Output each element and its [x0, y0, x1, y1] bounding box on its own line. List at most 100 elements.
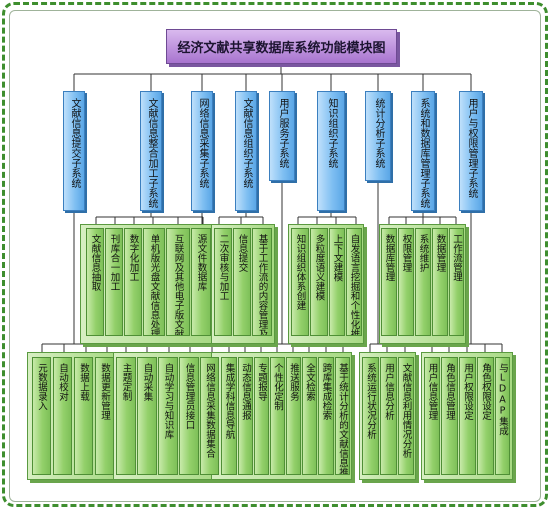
module-label: 基于工作流的内容管理及发布: [256, 234, 268, 336]
module-label: 权限管理: [400, 234, 412, 272]
module-label: 多粒度语义建模: [313, 234, 325, 301]
module-database-management: 数据库管理: [381, 228, 397, 336]
module-cross-db-search: 跨库集成检索: [318, 357, 334, 475]
module-label: 信息提交: [236, 234, 248, 272]
dashed-frame: [2, 2, 548, 507]
subsystem-document-organization: 文献信息组织子系统: [235, 91, 257, 211]
module-label: 自动学习与知识库: [162, 363, 174, 439]
module-label: 工作流管理: [451, 234, 462, 282]
module-label: 信息管理员接口: [183, 363, 195, 430]
module-label: 自动采集: [141, 363, 153, 401]
subsystem-knowledge-organization: 知识组织子系统: [317, 91, 345, 211]
subsystem-label: 文献信息组织子系统: [241, 98, 252, 188]
module-data-update: 数据更新管理: [95, 357, 114, 475]
module-label: 跨库集成检索: [320, 363, 332, 420]
module-label: 源文件数据库: [195, 234, 207, 291]
module-label: 数据上载: [78, 363, 89, 401]
module-label: 数字化加工: [127, 234, 139, 282]
module-fulltext-search: 全文检索: [302, 357, 317, 475]
module-role-permission-setting: 角色权限设定: [477, 357, 494, 475]
module-label: 基于统计分析的文献信息推荐: [337, 363, 348, 475]
subsystem-user-permission: 用户与权限管理子系统: [459, 91, 483, 211]
module-label: 知识组织体系创建: [294, 234, 306, 310]
module-workflow-management: 工作流管理: [449, 228, 464, 336]
module-label: 单机版光盘文献信息处理: [148, 234, 160, 336]
subsystem-label: 统计分析子系统: [373, 98, 384, 168]
module-subject-navigation: 集成学科信息导航: [221, 357, 237, 475]
subsystem-user-service: 用户服务子系统: [269, 91, 295, 181]
module-label: 个性化定制: [272, 363, 283, 411]
module-label: 文献信息抽取: [89, 234, 101, 291]
module-label: 文献信息利用情况分析: [400, 363, 412, 458]
module-data-management: 数据管理: [432, 228, 448, 336]
module-usage-analysis: 文献信息利用情况分析: [398, 357, 414, 475]
module-role-info: 角色信息管理: [441, 357, 458, 475]
module-internet-documents: 互联网及其他电子版文献信息: [166, 228, 190, 336]
subsystem-system-db-management: 系统和数据库管理子系统: [411, 91, 435, 211]
subsystem-label: 用户与权限管理子系统: [466, 98, 477, 198]
module-journal-merge: 刊库合一加工: [105, 228, 123, 336]
module-label: 数据更新管理: [99, 363, 110, 420]
module-admin-interface: 信息管理员接口: [179, 357, 199, 475]
module-auto-learning: 自动学习与知识库: [158, 357, 178, 475]
module-label: 用户信息分析: [383, 363, 394, 420]
module-permission-management: 权限管理: [398, 228, 414, 336]
module-data-upload: 数据上载: [74, 357, 93, 475]
module-workflow-content: 基于工作流的内容管理及发布: [252, 228, 272, 336]
module-label: 上下文建模: [331, 234, 343, 282]
module-document-extraction: 文献信息抽取: [86, 228, 104, 336]
subsystem-label: 系统和数据库管理子系统: [418, 98, 429, 208]
module-label: 自发语言挖掘和个性化推荐: [348, 234, 360, 336]
subsystem-statistics: 统计分析子系统: [365, 91, 391, 181]
module-label: 专题报导: [256, 363, 267, 401]
module-label: 全文检索: [304, 363, 315, 401]
module-label: 元数据录入: [36, 363, 47, 411]
module-label: 系统维护: [417, 234, 429, 272]
module-auto-collection: 自动采集: [137, 357, 157, 475]
subsystem-label: 知识组织子系统: [326, 98, 337, 168]
module-user-info: 用户信息管理: [424, 357, 440, 475]
module-user-permission-setting: 用户权限设定: [459, 357, 476, 475]
module-system-maintenance: 系统维护: [415, 228, 431, 336]
module-metadata-entry: 元数据录入: [32, 357, 51, 475]
subsystem-label: 文献信息提交子系统: [69, 98, 80, 188]
module-stat-recommendation: 基于统计分析的文献信息推荐: [335, 357, 350, 475]
module-label: 集成学科信息导航: [223, 363, 235, 439]
module-ldap-integration: 与LDAP集成: [495, 357, 510, 475]
module-label: 主题定制: [120, 363, 132, 401]
module-label: 刊库合一加工: [108, 234, 120, 291]
subsystem-document-submission: 文献信息提交子系统: [63, 91, 85, 211]
module-label: 角色信息管理: [444, 363, 455, 420]
module-label: 与LDAP集成: [497, 363, 508, 436]
module-source-file-db: 源文件数据库: [191, 228, 211, 336]
module-label: 数据管理: [434, 234, 446, 272]
module-personalization: 个性化定制: [270, 357, 285, 475]
module-label: 数据库管理: [383, 234, 395, 282]
module-push-service: 推送服务: [286, 357, 301, 475]
module-auto-proofread: 自动校对: [53, 357, 72, 475]
module-label: 自动校对: [57, 363, 68, 401]
module-dynamic-notice: 动态信息通报: [238, 357, 253, 475]
module-context-modeling: 上下文建模: [329, 228, 345, 336]
diagram-title: 经济文献共享数据库系统功能模块图: [166, 29, 397, 64]
module-label: 网络信息采集数据集合: [204, 363, 215, 458]
module-semantic-modeling: 多粒度语义建模: [310, 228, 328, 336]
module-label: 用户权限设定: [462, 363, 473, 420]
module-language-mining: 自发语言挖掘和个性化推荐: [346, 228, 362, 336]
module-special-report: 专题报导: [254, 357, 269, 475]
module-label: 互联网及其他电子版文献信息: [172, 234, 184, 336]
module-label: 系统运行状况分析: [365, 363, 376, 439]
module-label: 推送服务: [288, 363, 299, 401]
module-system-status: 系统运行状况分析: [362, 357, 379, 475]
module-label: 角色权限设定: [480, 363, 491, 420]
module-label: 二次审核与加工: [217, 234, 229, 301]
module-secondary-review: 二次审核与加工: [214, 228, 232, 336]
subsystem-label: 文献信息整合加工子系统: [146, 98, 157, 208]
subsystem-document-integration: 文献信息整合加工子系统: [140, 91, 162, 211]
subsystem-web-collection: 网络信息采集子系统: [191, 91, 213, 211]
module-info-submission: 信息提交: [233, 228, 251, 336]
module-topic-customization: 主题定制: [116, 357, 136, 475]
subsystem-label: 网络信息采集子系统: [197, 98, 208, 188]
module-label: 用户信息管理: [426, 363, 438, 420]
